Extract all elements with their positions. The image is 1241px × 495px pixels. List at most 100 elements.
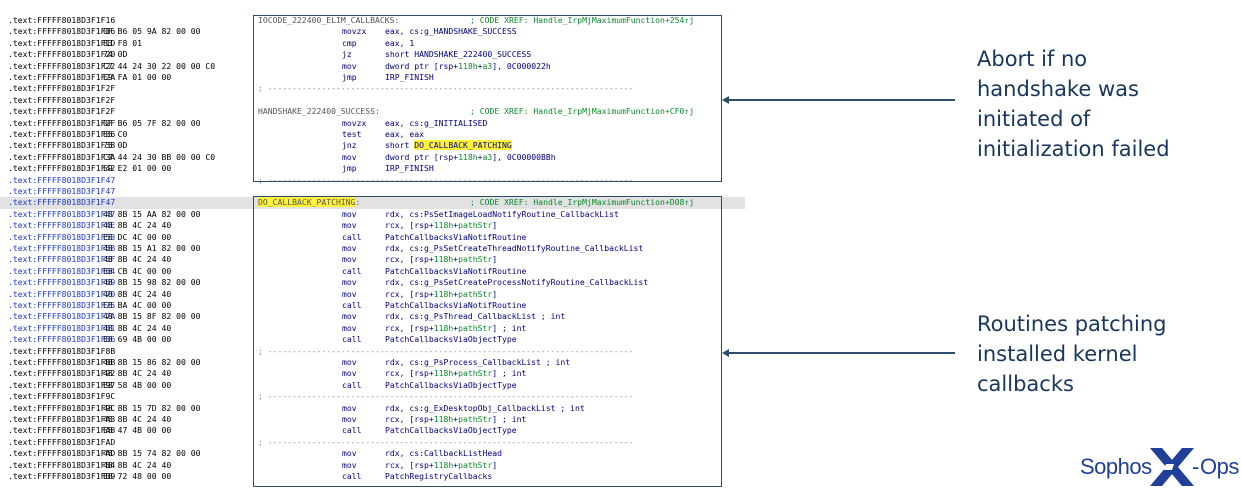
operand[interactable]: dword ptr [rsp+118h+a3], 0C00000BBh	[385, 152, 556, 163]
disasm-line[interactable]: .text:FFFFF8018D3F1F47 DO_CALLBACK_PATCHI…	[0, 197, 745, 209]
operand-highlight[interactable]: DO_CALLBACK_PATCHING	[414, 140, 512, 151]
line-address[interactable]: .text:FFFFF8018D3F1F16	[8, 15, 116, 25]
line-address[interactable]: .text:FFFFF8018D3F1F4E	[8, 220, 116, 231]
line-address[interactable]: .text:FFFFF8018D3F1F3A	[8, 151, 116, 162]
operand[interactable]: rdx, cs:CallbackListHead	[385, 448, 502, 459]
line-address[interactable]: .text:FFFFF8018D3F1F42	[8, 163, 116, 174]
operand[interactable]: rcx, [rsp+118h+pathStr] ; int	[385, 414, 526, 425]
line-address[interactable]: .text:FFFFF8018D3F1F20	[8, 49, 116, 60]
operand[interactable]: short DO_CALLBACK_PATCHING	[385, 140, 512, 151]
operand[interactable]: IRP_FINISH	[385, 163, 434, 174]
disasm-line[interactable]: .text:FFFFF8018D3F1F16 IOCODE_222400_ELIM…	[0, 15, 745, 26]
operand[interactable]: eax, eax	[385, 129, 424, 139]
operand[interactable]: rcx, [rsp+118h+pathStr]	[385, 254, 497, 265]
line-address[interactable]: .text:FFFFF8018D3F1FA3	[8, 414, 116, 424]
line-address[interactable]: .text:FFFFF8018D3F1F9C	[8, 402, 116, 413]
line-address[interactable]: .text:FFFFF8018D3F1F22	[8, 60, 116, 71]
code-label[interactable]: DO_CALLBACK_PATCHING:	[258, 197, 360, 208]
line-address[interactable]: .text:FFFFF8018D3F1F69	[8, 277, 116, 288]
line-address[interactable]: .text:FFFFF8018D3F1F47	[8, 197, 116, 208]
code-label[interactable]: IOCODE_222400_ELIM_CALLBACKS:	[258, 15, 400, 25]
line-address[interactable]: .text:FFFFF8018D3F1F7A	[8, 311, 116, 322]
line-address[interactable]: .text:FFFFF8018D3F1F2F	[8, 106, 116, 117]
label-highlight[interactable]: DO_CALLBACK_PATCHING	[258, 197, 356, 208]
operand[interactable]: dword ptr [rsp+118h+a3], 0C000022h	[385, 61, 551, 72]
line-address[interactable]: .text:FFFFF8018D3F1F9C	[8, 391, 116, 402]
line-address[interactable]: .text:FFFFF8018D3F1F70	[8, 288, 116, 299]
operand[interactable]: PatchCallbacksViaNotifRoutine	[385, 265, 527, 276]
line-address[interactable]: .text:FFFFF8018D3F1F16	[8, 26, 116, 37]
operand[interactable]: eax, 1	[385, 37, 415, 48]
line-address[interactable]: .text:FFFFF8018D3F1F2F	[8, 117, 116, 128]
line-address[interactable]: .text:FFFFF8018D3F1F92	[8, 368, 116, 379]
line-address[interactable]: .text:FFFFF8018D3F1F2A	[8, 72, 116, 82]
disasm-line[interactable]: .text:FFFFF8018D3F1F47; ----------------…	[0, 175, 745, 186]
code-xref-comment[interactable]: ; CODE XREF: Handle_IrpMjMaximumFunction…	[470, 197, 695, 208]
operand[interactable]: PatchCallbacksViaObjectType	[385, 425, 517, 436]
line-address[interactable]: .text:FFFFF8018D3F1F47	[8, 174, 116, 185]
operand[interactable]: rcx, [rsp+118h+pathStr]	[385, 220, 497, 231]
line-address[interactable]: .text:FFFFF8018D3F1F8B	[8, 345, 116, 356]
line-address[interactable]: .text:FFFFF8018D3F1FAD	[8, 436, 116, 447]
operand[interactable]: PatchCallbacksViaObjectType	[385, 379, 517, 390]
line-address[interactable]: .text:FFFFF8018D3F1F2F	[8, 83, 116, 94]
line-address[interactable]: .text:FFFFF8018D3F1F75	[8, 300, 116, 310]
line-address[interactable]: .text:FFFFF8018D3F1FB9	[8, 471, 116, 481]
line-address[interactable]: .text:FFFFF8018D3F1FAD	[8, 448, 116, 459]
line-address[interactable]: .text:FFFFF8018D3F1F64	[8, 265, 116, 276]
line-address[interactable]: .text:FFFFF8018D3F1F1D	[8, 37, 116, 48]
operand[interactable]: rdx, cs:g_PsSetCreateProcessNotifyRoutin…	[385, 277, 649, 288]
code-xref-comment[interactable]: ; CODE XREF: Handle_IrpMjMaximumFunction…	[470, 15, 695, 25]
line-address[interactable]: .text:FFFFF8018D3F1F2F	[8, 94, 116, 105]
line-address[interactable]: .text:FFFFF8018D3F1F81	[8, 322, 116, 333]
operand[interactable]: rcx, [rsp+118h+pathStr]	[385, 289, 497, 300]
disassembly-view[interactable]: .text:FFFFF8018D3F1F16 IOCODE_222400_ELIM…	[0, 0, 745, 495]
disasm-line[interactable]: .text:FFFFF8018D3F1F9C; ----------------…	[0, 391, 745, 402]
operand[interactable]: rdx, cs:g_PsSetCreateThreadNotifyRoutine…	[385, 243, 644, 253]
line-address[interactable]: .text:FFFFF8018D3F1F47	[8, 208, 116, 219]
line-address[interactable]: .text:FFFFF8018D3F1F47	[8, 186, 116, 196]
operand[interactable]: PatchRegistryCallbacks	[385, 471, 493, 481]
line-address[interactable]: .text:FFFFF8018D3F1FA8	[8, 425, 116, 436]
operand[interactable]: PatchCallbacksViaNotifRoutine	[385, 300, 527, 310]
line-address[interactable]: .text:FFFFF8018D3F1F97	[8, 379, 116, 390]
disasm-line[interactable]: .text:FFFFF8018D3F1F2F; ----------------…	[0, 83, 745, 94]
operand[interactable]: rdx, cs:PsSetImageLoadNotifyRoutine_Call…	[385, 208, 619, 219]
line-address[interactable]: .text:FFFFF8018D3F1FB4	[8, 459, 116, 470]
operand[interactable]: PatchCallbacksViaObjectType	[385, 334, 517, 345]
line-address[interactable]: .text:FFFFF8018D3F1F86	[8, 334, 116, 345]
line-address[interactable]: .text:FFFFF8018D3F1F38	[8, 140, 116, 151]
line-address[interactable]: .text:FFFFF8018D3F1F8B	[8, 357, 116, 367]
operand[interactable]: short HANDSHAKE_222400_SUCCESS	[385, 49, 532, 60]
operand[interactable]: rdx, cs:g_ExDesktopObj_CallbackList ; in…	[385, 402, 585, 413]
operand[interactable]: rdx, cs:g_PsProcess_CallbackList ; int	[385, 357, 571, 367]
operand[interactable]: rcx, [rsp+118h+pathStr] ; int	[385, 368, 526, 379]
